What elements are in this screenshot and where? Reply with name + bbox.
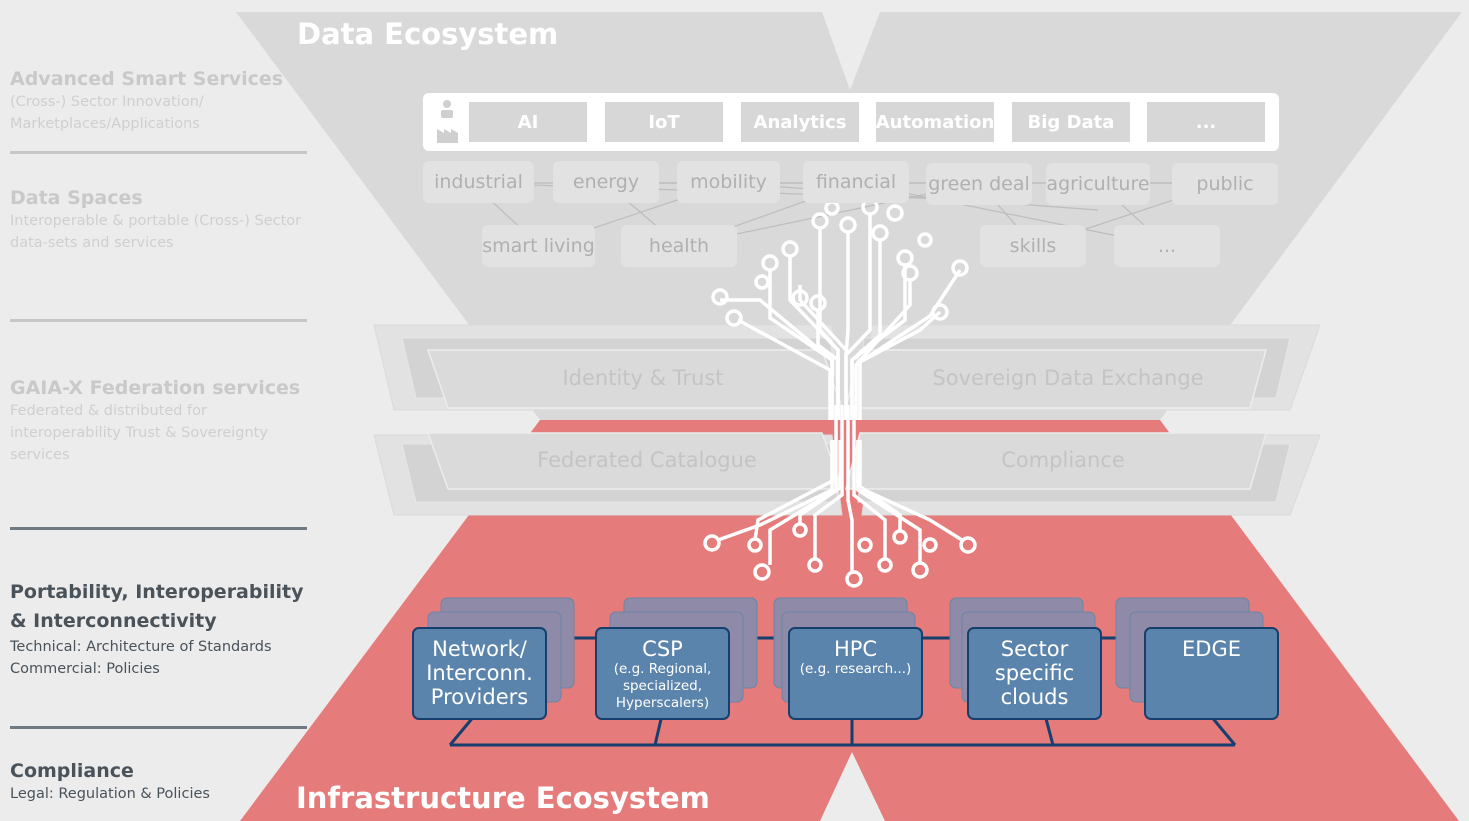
tech-big-data: Big Data [1012, 102, 1130, 142]
infra-title: Network/ Interconn. Providers [426, 637, 533, 709]
federation-compliance: Compliance [1001, 448, 1125, 472]
sidebar-divider [10, 151, 307, 154]
sector-mobility: mobility [677, 161, 780, 203]
sidebar-subtitle: Federated & distributed for interoperabi… [10, 402, 268, 463]
sector-smart-living: smart living [482, 225, 595, 267]
infra-hpc: HPC (e.g. research...) [789, 637, 922, 678]
circuit-tree-icon [703, 198, 977, 588]
sidebar-title: Data Spaces [10, 187, 143, 209]
infra-front-boxes [412, 627, 1279, 720]
sidebar-divider [10, 319, 307, 322]
infra-csp: CSP (e.g. Regional, specialized, Hypersc… [596, 637, 729, 712]
sidebar-compliance: Compliance Legal: Regulation & Policies [10, 760, 310, 805]
sidebar-title: Portability, Interoperability & Intercon… [10, 581, 304, 632]
compliance-shape [845, 432, 1267, 490]
infra-sector-clouds: Sector specific clouds [968, 637, 1101, 709]
infrastructure-ecosystem-title: Infrastructure Ecosystem [296, 781, 710, 815]
sidebar-advanced-smart-services: Advanced Smart Services (Cross-) Sector … [10, 68, 310, 135]
sector-green-deal: green deal [926, 163, 1032, 205]
user-factory-icon [437, 100, 458, 143]
sector-skills: skills [980, 225, 1086, 267]
infra-title: Sector specific clouds [994, 637, 1075, 709]
sidebar-subtitle: Legal: Regulation & Policies [10, 785, 210, 802]
sidebar-subtitle: Interoperable & portable (Cross-) Sector… [10, 212, 302, 251]
infra-subtitle: (e.g. research...) [799, 661, 912, 677]
tech-analytics: Analytics [741, 102, 859, 142]
sidebar-federation-services: GAIA-X Federation services Federated & d… [10, 377, 310, 466]
federation-identity-trust: Identity & Trust [562, 366, 724, 390]
sector-industrial: industrial [423, 161, 534, 203]
sidebar-title: Compliance [10, 760, 134, 782]
sidebar-data-spaces: Data Spaces Interoperable & portable (Cr… [10, 187, 310, 254]
sector-more: ... [1114, 225, 1220, 267]
infra-network-providers: Network/ Interconn. Providers [413, 637, 546, 709]
infra-title: EDGE [1182, 637, 1241, 661]
sidebar-subtitle: (Cross-) Sector Innovation/ Marketplaces… [10, 93, 204, 132]
sector-public: public [1172, 163, 1278, 205]
sidebar-portability: Portability, Interoperability & Intercon… [10, 578, 310, 680]
tech-iot: IoT [605, 102, 723, 142]
sidebar-title: GAIA-X Federation services [10, 377, 301, 399]
data-ecosystem-title: Data Ecosystem [297, 17, 559, 51]
tech-more: ... [1147, 102, 1265, 142]
federation-catalogue: Federated Catalogue [537, 448, 757, 472]
tech-ai: AI [469, 102, 587, 142]
infra-title: CSP [642, 637, 683, 661]
sidebar-divider [10, 726, 307, 729]
sidebar-subtitle: Technical: Architecture of Standards Com… [10, 639, 272, 677]
sidebar-title: Advanced Smart Services [10, 68, 284, 90]
sector-health: health [621, 225, 737, 267]
infra-subtitle: (e.g. Regional, specialized, Hyperscaler… [613, 661, 712, 711]
sector-energy: energy [553, 161, 659, 203]
sidebar-divider [10, 527, 307, 530]
sector-financial: financial [803, 161, 909, 203]
sector-agriculture: agriculture [1046, 163, 1150, 205]
infra-edge: EDGE [1145, 637, 1278, 661]
federation-sovereign-data-exchange: Sovereign Data Exchange [932, 366, 1204, 390]
infra-title: HPC [833, 637, 878, 661]
tech-automation: Automation [876, 102, 994, 142]
